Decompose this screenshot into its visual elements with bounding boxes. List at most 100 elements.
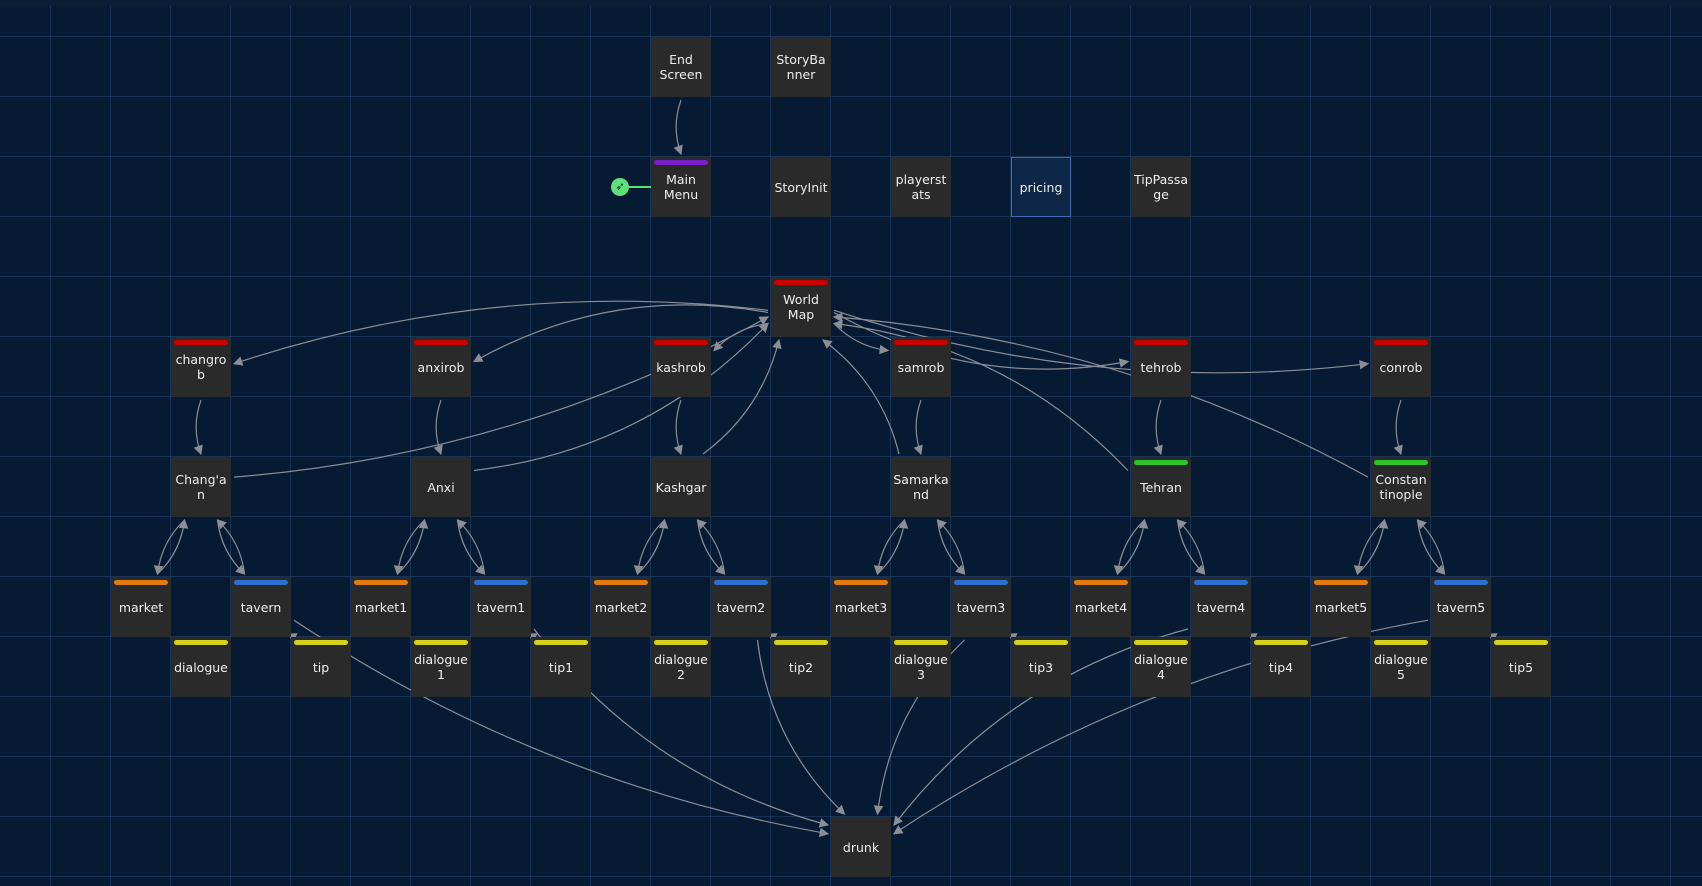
passage-dialogue5[interactable]: dialogue5 <box>1371 637 1431 697</box>
passage-world-map[interactable]: World Map <box>771 277 831 337</box>
link-arrow <box>696 519 726 575</box>
tag-stripe-yellow <box>1374 640 1428 645</box>
link-arrow <box>822 339 900 455</box>
passage-anxi[interactable]: Anxi <box>411 457 471 517</box>
link-arrow <box>472 304 769 363</box>
passage-market3[interactable]: market3 <box>831 577 891 637</box>
passage-label: tavern3 <box>956 599 1006 615</box>
link-arrow <box>1176 519 1206 575</box>
tag-stripe-yellow <box>294 640 348 645</box>
passage-drunk[interactable]: drunk <box>831 817 891 877</box>
tag-stripe-green <box>1374 460 1428 465</box>
passage-market2[interactable]: market2 <box>591 577 651 637</box>
passage-tip[interactable]: tip <box>291 637 351 697</box>
passage-tip2[interactable]: tip2 <box>771 637 831 697</box>
passage-tavern1[interactable]: tavern1 <box>471 577 531 637</box>
passage-tavern[interactable]: tavern <box>231 577 291 637</box>
passage-tip5[interactable]: tip5 <box>1491 637 1551 697</box>
passage-label: market1 <box>354 599 408 615</box>
passage-label: StoryInit <box>774 179 828 195</box>
passage-label: tavern1 <box>476 599 526 615</box>
tag-stripe-red <box>894 340 948 345</box>
passage-label: Samarkand <box>893 472 949 502</box>
tag-stripe-orange <box>1314 580 1368 585</box>
passage-label: market2 <box>594 599 648 615</box>
passage-label: tavern4 <box>1196 599 1246 615</box>
passage-tavern5[interactable]: tavern5 <box>1431 577 1491 637</box>
passage-label: tip2 <box>788 659 814 675</box>
passage-storybanner[interactable]: StoryBanner <box>771 37 831 97</box>
passage-tavern4[interactable]: tavern4 <box>1191 577 1251 637</box>
passage-tavern2[interactable]: tavern2 <box>711 577 771 637</box>
link-arrow <box>877 518 909 575</box>
tag-stripe-yellow <box>534 640 588 645</box>
passage-conrob[interactable]: conrob <box>1371 337 1431 397</box>
passage-label: dialogue <box>174 659 228 675</box>
passage-label: Kashgar <box>655 479 707 495</box>
passage-market1[interactable]: market1 <box>351 577 411 637</box>
link-arrow <box>833 311 1130 370</box>
tag-stripe-orange <box>114 580 168 585</box>
passage-constantinople[interactable]: Constantinople <box>1371 457 1431 517</box>
tag-stripe-blue <box>234 580 288 585</box>
passage-label: tavern2 <box>716 599 766 615</box>
passage-tippassage[interactable]: TipPassage <box>1131 157 1191 217</box>
passage-label: kashrob <box>656 359 706 375</box>
link-arrow <box>936 519 966 575</box>
tag-stripe-yellow <box>654 640 708 645</box>
link-arrow <box>456 519 486 575</box>
passage-dialogue1[interactable]: dialogue1 <box>411 637 471 697</box>
tag-stripe-orange <box>594 580 648 585</box>
passage-storyinit[interactable]: StoryInit <box>771 157 831 217</box>
passage-label: changrob <box>175 352 227 382</box>
passage-label: market <box>118 599 164 615</box>
tag-stripe-yellow <box>1014 640 1068 645</box>
passage-kashrob[interactable]: kashrob <box>651 337 711 397</box>
passage-playerstats[interactable]: playerstats <box>891 157 951 217</box>
passage-market5[interactable]: market5 <box>1311 577 1371 637</box>
passage-tip4[interactable]: tip4 <box>1251 637 1311 697</box>
link-arrow <box>1153 399 1163 456</box>
tag-stripe-red <box>774 280 828 285</box>
passage-label: World Map <box>783 292 819 322</box>
passage-end-screen[interactable]: End Screen <box>651 37 711 97</box>
passage-changrob[interactable]: changrob <box>171 337 231 397</box>
tag-stripe-yellow <box>1494 640 1548 645</box>
link-arrow <box>702 338 782 455</box>
passage-tehran[interactable]: Tehran <box>1131 457 1191 517</box>
link-arrow <box>673 399 683 456</box>
passage-anxirob[interactable]: anxirob <box>411 337 471 397</box>
passage-label: End Screen <box>659 52 703 82</box>
passage-tip1[interactable]: tip1 <box>531 637 591 697</box>
link-arrow <box>696 519 726 575</box>
passage-samrob[interactable]: samrob <box>891 337 951 397</box>
passage-tehrob[interactable]: tehrob <box>1131 337 1191 397</box>
passage-tavern3[interactable]: tavern3 <box>951 577 1011 637</box>
passage-tip3[interactable]: tip3 <box>1011 637 1071 697</box>
passage-kashgar[interactable]: Kashgar <box>651 457 711 517</box>
passage-dialogue4[interactable]: dialogue4 <box>1131 637 1191 697</box>
passage-market[interactable]: market <box>111 577 171 637</box>
passage-label: tavern5 <box>1436 599 1486 615</box>
passage-dialogue3[interactable]: dialogue3 <box>891 637 951 697</box>
passage-pricing[interactable]: pricing <box>1011 157 1071 217</box>
tag-stripe-red <box>414 340 468 345</box>
link-arrow <box>433 399 443 456</box>
passage-market4[interactable]: market4 <box>1071 577 1131 637</box>
link-arrow <box>216 519 246 575</box>
passage-main-menu[interactable]: Main Menu <box>651 157 711 217</box>
tag-stripe-red <box>1134 340 1188 345</box>
passage-dialogue[interactable]: dialogue <box>171 637 231 697</box>
link-arrow <box>713 322 769 352</box>
passage-samarkand[interactable]: Samarkand <box>891 457 951 517</box>
passage-label: anxirob <box>417 359 465 375</box>
passage-dialogue2[interactable]: dialogue2 <box>651 637 711 697</box>
passage-changan[interactable]: Chang'an <box>171 457 231 517</box>
link-arrow <box>633 519 665 576</box>
passage-label: Main Menu <box>663 172 699 202</box>
rocket-icon[interactable]: ➶ <box>611 178 629 196</box>
tag-stripe-yellow <box>894 640 948 645</box>
link-arrow <box>216 519 246 575</box>
